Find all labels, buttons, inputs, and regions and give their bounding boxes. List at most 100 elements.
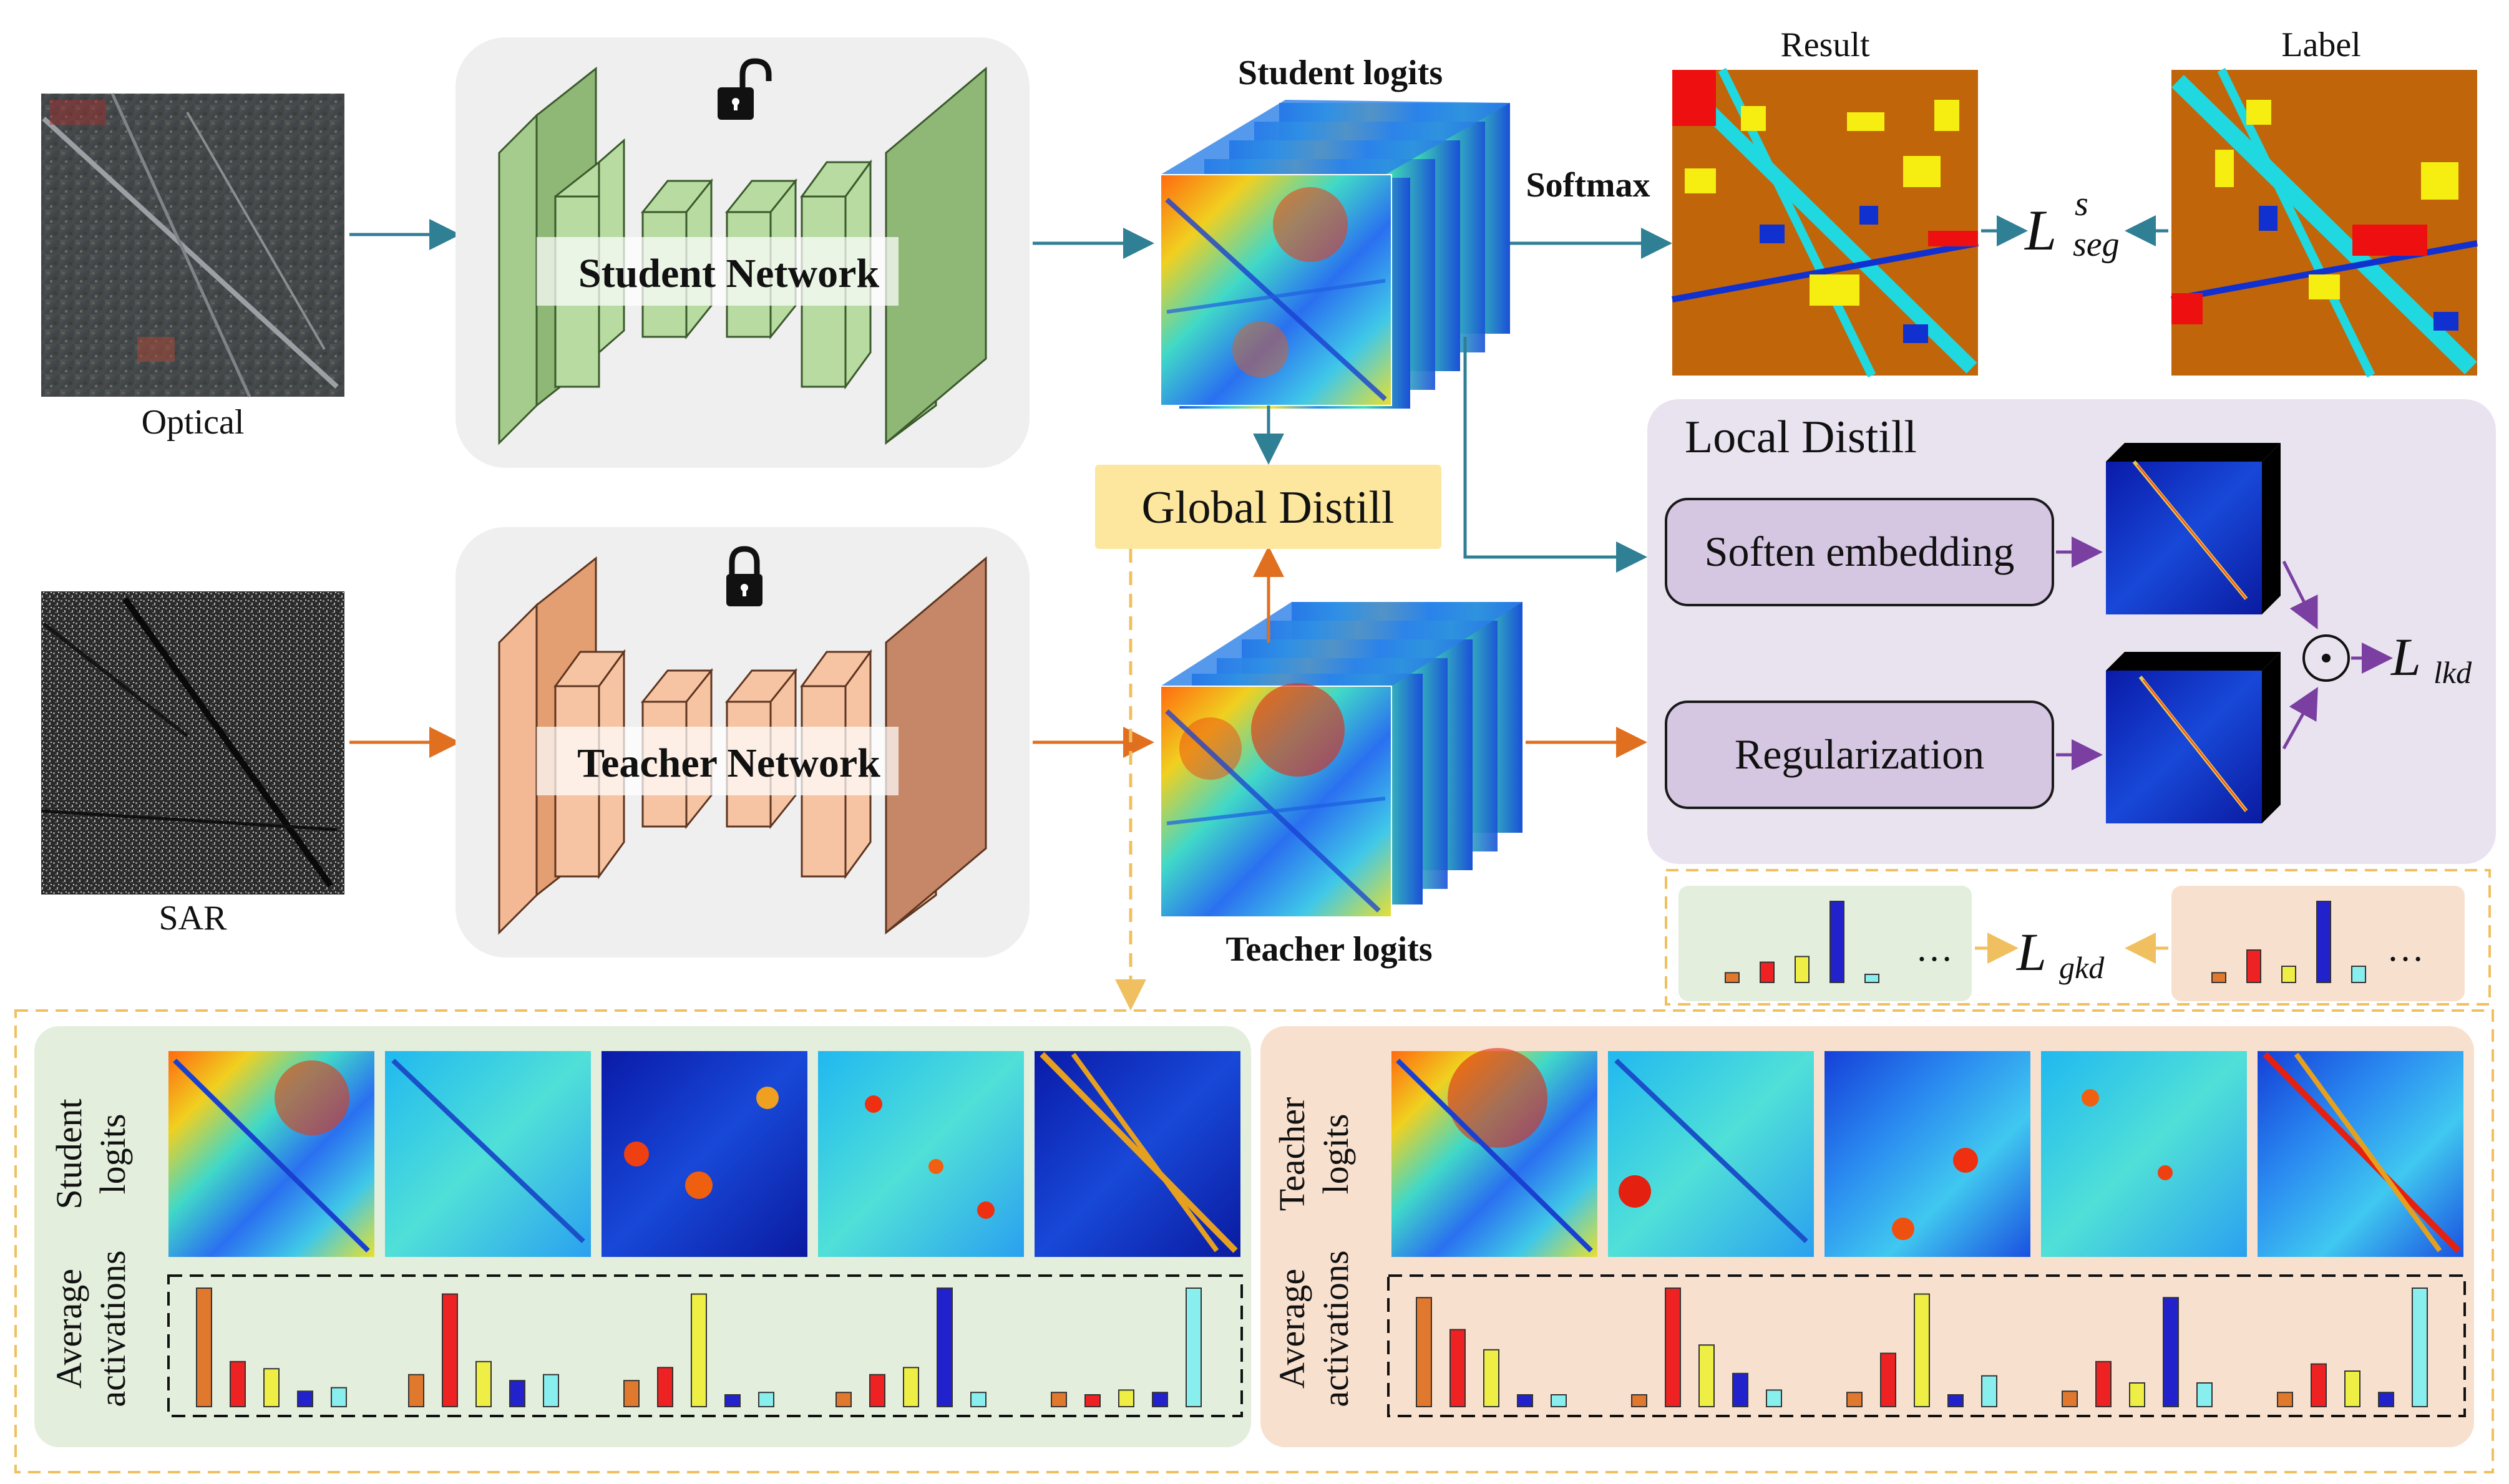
teacher-act-g3-bar-1 <box>1846 1392 1863 1407</box>
teacher-logits-label: Teacher logits <box>1225 930 1432 969</box>
student-logits-label: Student logits <box>1238 54 1443 92</box>
teacher-gkd-bar-1 <box>2211 972 2226 984</box>
lkd-sub: lkd <box>2433 655 2472 690</box>
gkd-sub: gkd <box>2059 950 2105 985</box>
student-act-g4-bar-3 <box>903 1367 919 1408</box>
regularization-label: Regularization <box>1735 730 1984 778</box>
softmax-label: Softmax <box>1526 166 1650 205</box>
teacher-act-g2-bar-3 <box>1698 1344 1715 1407</box>
student-act-g2-bar-4 <box>509 1380 525 1407</box>
optical-image <box>41 92 344 398</box>
student-act-g1-bar-4 <box>297 1390 313 1408</box>
student-act-g2-bar-5 <box>543 1374 559 1407</box>
result-label: Result <box>1780 26 1870 64</box>
label-map <box>2171 67 2478 378</box>
optical-label: Optical <box>142 403 245 442</box>
teacher-act-g4-bar-5 <box>2196 1382 2213 1407</box>
teacher-act-g3-bar-2 <box>1880 1352 1896 1407</box>
teacher-network <box>456 527 1030 958</box>
student-activations-box <box>167 1274 1243 1417</box>
teacher-act-g4-bar-1 <box>2062 1390 2078 1408</box>
arrow-map2-to-odot <box>2282 687 2318 750</box>
lkd-base: L <box>2390 627 2421 687</box>
soften-embedding-map <box>2106 443 2281 614</box>
student-logits-vertical-1: Student <box>49 1098 89 1209</box>
student-act-g3-bar-3 <box>691 1293 707 1407</box>
teacher-act-g5-bar-5 <box>2412 1288 2428 1407</box>
gkd-base: L <box>2015 922 2047 982</box>
teacher-act-g1-bar-2 <box>1449 1329 1466 1407</box>
teacher-logits-vertical-2: logits <box>1315 1114 1356 1195</box>
teacher-act-g2-bar-1 <box>1631 1394 1647 1407</box>
arrow-student-to-local <box>1463 337 1647 573</box>
global-distill-box <box>1095 465 1441 549</box>
odot-circle <box>2302 634 2350 682</box>
soften-embedding-box <box>1665 498 2054 606</box>
student-network <box>456 37 1030 468</box>
teacher-act-g4-bar-3 <box>2129 1382 2145 1407</box>
gkd-dashed-box <box>1665 869 2491 1006</box>
student-act-g3-bar-4 <box>724 1394 741 1407</box>
gkd-loss: L gkd <box>2015 922 2105 985</box>
student-act-g5-bar-1 <box>1051 1392 1067 1407</box>
teacher-act-g5-bar-3 <box>2344 1370 2360 1407</box>
seg-loss-sub: seg <box>2073 225 2120 264</box>
teacher-heatmap-4 <box>2041 1051 2247 1257</box>
teacher-activations-box <box>1387 1274 2466 1417</box>
student-gkd-bars <box>1725 901 1879 984</box>
teacher-logits-stack <box>1160 602 1522 918</box>
arrow-map1-to-odot <box>2282 560 2318 629</box>
student-act-g2-bar-2 <box>442 1293 458 1407</box>
teacher-avg-vertical-2: activations <box>1315 1250 1356 1407</box>
teacher-activation-bars <box>1416 1288 2428 1408</box>
teacher-heatmap-3 <box>1825 1051 2030 1257</box>
teacher-act-g5-bar-4 <box>2378 1392 2394 1407</box>
student-network-label: Student Network <box>578 251 879 296</box>
student-act-g3-bar-2 <box>657 1367 673 1408</box>
teacher-gkd-bar-3 <box>2281 966 2296 983</box>
teacher-network-label: Teacher Network <box>577 740 880 786</box>
soften-embedding-label: Soften embedding <box>1705 528 2015 575</box>
student-act-g5-bar-4 <box>1152 1392 1168 1407</box>
student-logits-vertical-2: logits <box>92 1114 133 1195</box>
lock-icon <box>726 546 762 606</box>
regularization-box <box>1665 701 2054 809</box>
teacher-act-g3-bar-5 <box>1981 1375 1997 1408</box>
student-gkd-bar-4 <box>1829 901 1844 983</box>
unlock-icon <box>718 58 772 120</box>
teacher-act-g1-bar-1 <box>1416 1297 1432 1407</box>
teacher-logits-vertical-1: Teacher <box>1272 1097 1312 1211</box>
teacher-gkd-bars <box>2211 901 2366 984</box>
student-act-g3-bar-5 <box>758 1392 774 1407</box>
teacher-gkd-ellipsis: … <box>2387 928 2424 969</box>
student-gkd-ellipsis: … <box>1916 928 1953 969</box>
teacher-avg-vertical-1: Average <box>1272 1269 1312 1389</box>
student-act-g5-bar-3 <box>1118 1389 1134 1407</box>
teacher-act-g4-bar-2 <box>2095 1360 2112 1408</box>
student-act-g1-bar-1 <box>196 1288 212 1407</box>
student-act-g5-bar-2 <box>1084 1394 1101 1407</box>
seg-loss-sup: s <box>2075 185 2088 223</box>
teacher-act-g2-bar-2 <box>1665 1288 1681 1407</box>
teacher-gkd-bar-5 <box>2351 966 2366 983</box>
teacher-act-g2-bar-5 <box>1766 1389 1782 1407</box>
bottom-dashed-frame <box>14 1009 2494 1473</box>
teacher-heatmaps <box>1391 1048 2463 1257</box>
student-act-g1-bar-5 <box>331 1387 347 1408</box>
student-avg-vertical-1: Average <box>49 1269 89 1389</box>
student-heatmaps <box>168 1051 1240 1257</box>
student-avg-vertical-2: activations <box>92 1250 133 1407</box>
student-gkd-bar-5 <box>1864 974 1879 983</box>
student-act-g4-bar-4 <box>937 1288 953 1407</box>
student-act-g4-bar-5 <box>970 1392 987 1407</box>
seg-loss: L s seg <box>2024 185 2120 264</box>
student-gkd-panel <box>1678 886 1972 1001</box>
student-act-g2-bar-1 <box>408 1374 424 1407</box>
result-map <box>1672 67 1979 378</box>
seg-loss-base: L <box>2024 198 2057 262</box>
student-act-g1-bar-3 <box>263 1368 280 1407</box>
odot-dot <box>2322 654 2331 662</box>
regularization-map <box>2106 652 2281 823</box>
student-gkd-bar-2 <box>1760 961 1775 983</box>
teacher-act-g1-bar-4 <box>1517 1394 1533 1407</box>
